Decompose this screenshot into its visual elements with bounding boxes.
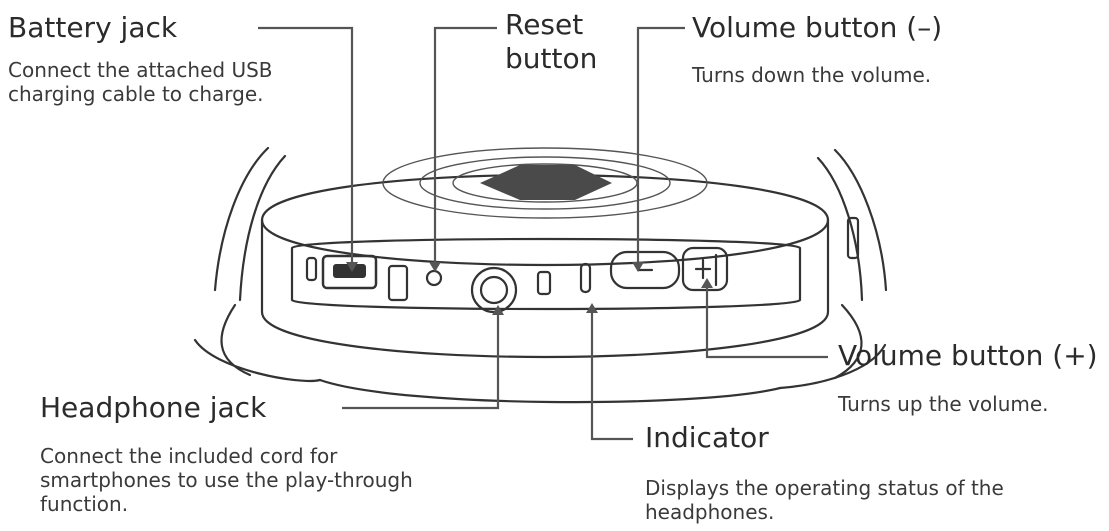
volume-minus-button [609,250,681,290]
headphone-jack-port [470,266,518,314]
cap-ring-outer [382,147,708,219]
control-panel [290,237,802,314]
leader-lines [258,26,828,441]
reset-button-title: Reset button [505,8,598,75]
ear-cushion [193,303,887,404]
volume-plus-button [681,246,729,292]
headband-slider-notch [846,216,860,260]
volume-minus-title: Volume button (–) [692,11,943,44]
indicator-title: Indicator [645,421,769,454]
logo-emblem [480,165,612,200]
headphone-jack-description: Connect the included cord for smartphone… [40,444,413,516]
indicator-description: Displays the operating status of the hea… [645,476,1004,524]
volume-plus-title: Volume button (+) [838,339,1098,372]
headband-arc-right [816,148,888,302]
headphone-jack-title: Headphone jack [40,391,267,424]
arrowheads [346,262,713,315]
volume-minus-description: Turns down the volume. [692,63,932,87]
reset-button-hole [425,269,443,287]
battery-jack-description: Connect the attached USB charging cable … [8,58,273,106]
volume-plus-description: Turns up the volume. [838,392,1049,416]
earcup-housing [260,147,830,359]
battery-jack-title: Battery jack [8,11,178,44]
battery-jack-port [321,254,378,290]
indicator-led [579,262,592,294]
headband-arc-left [213,146,287,302]
